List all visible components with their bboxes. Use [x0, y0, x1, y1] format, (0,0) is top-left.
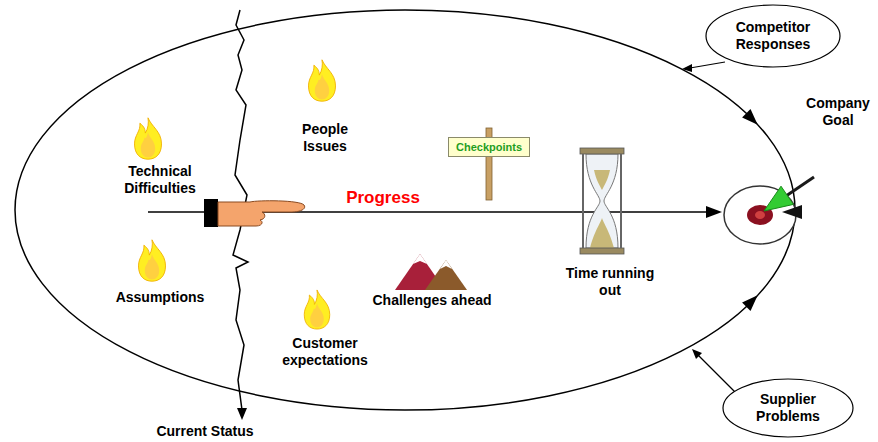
flow-arrowhead: [742, 295, 758, 311]
checkpoint-sign: Checkpoints: [448, 137, 530, 157]
hand-cuff: [204, 199, 218, 227]
text-label: Technical Difficulties: [110, 163, 210, 197]
flame-icon: [304, 290, 330, 329]
pointing-hand: [218, 201, 305, 226]
dart-shaft: [786, 177, 814, 196]
hourglass-sand: [594, 170, 610, 190]
leader-arrowhead: [682, 64, 692, 72]
goal-target: Company Goal: [723, 185, 797, 245]
hourglass-frame: [580, 248, 624, 254]
status-arrowhead: [237, 408, 247, 420]
leader-arrowhead: [692, 349, 702, 359]
text-label: Time running out: [555, 265, 665, 299]
callout-text: Supplier Problems: [748, 391, 828, 425]
hourglass-frame: [620, 154, 622, 248]
scope-ellipse: [15, 10, 795, 410]
text-label: People Issues: [289, 121, 361, 155]
snow-cap: [440, 260, 452, 269]
leader-line: [690, 62, 725, 68]
target-outline: [723, 185, 797, 245]
callout-shape: [706, 5, 840, 67]
text-label: Assumptions: [105, 289, 215, 306]
leader-line: [698, 355, 735, 392]
callout-ellipse: Competitor Responses: [705, 4, 841, 68]
target-bullseye: [747, 205, 773, 225]
target-ring: [724, 186, 796, 244]
text-label: Current Status: [130, 423, 280, 440]
callout-label: Supplier Problems: [748, 391, 828, 425]
callout-ellipse: Supplier Problems: [722, 378, 854, 438]
target-center: [755, 211, 765, 219]
snow-cap: [413, 254, 427, 264]
callout-label: Competitor Responses: [731, 19, 815, 53]
hourglass-sand: [590, 218, 614, 248]
callout-text: Competitor Responses: [731, 19, 815, 53]
flame-icon: [135, 118, 162, 159]
hourglass-frame: [580, 148, 624, 154]
goal-label: Company Goal: [802, 95, 874, 129]
flow-arrowhead: [742, 109, 758, 125]
progress-arrowhead: [706, 206, 722, 218]
text-label: Challenges ahead: [357, 292, 507, 309]
hourglass-glass: [586, 154, 618, 248]
mountain: [425, 260, 467, 290]
callout-shape: [723, 379, 853, 437]
text-label: Customer expectations: [270, 335, 380, 369]
flame-icon: [139, 240, 166, 281]
hourglass-frame: [582, 154, 584, 248]
flame-icon: [309, 60, 336, 101]
sign-label: Checkpoints: [456, 140, 522, 154]
text-label: Progress: [323, 188, 443, 208]
